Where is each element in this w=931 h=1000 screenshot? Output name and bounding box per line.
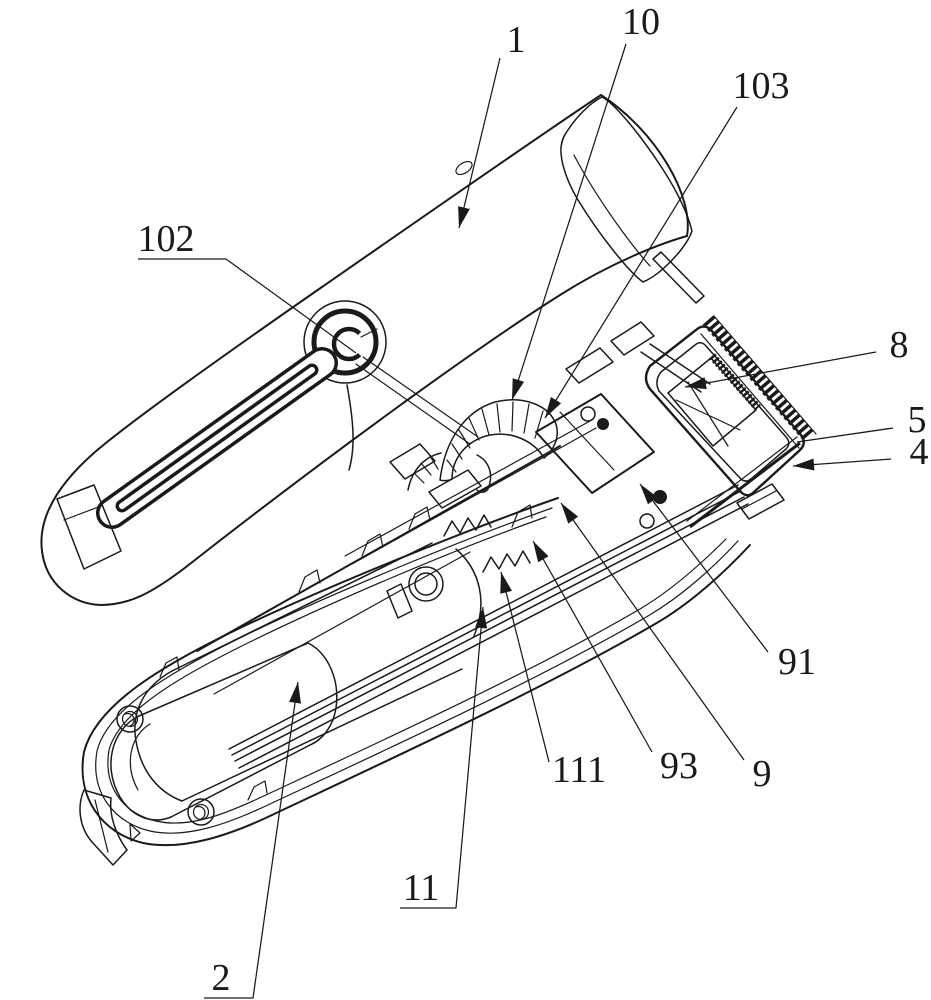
- cover-tip-patch: [56, 484, 122, 570]
- part-label-10: 10: [622, 1, 660, 43]
- part-label-4: 4: [910, 431, 929, 473]
- part-label-8: 8: [890, 324, 909, 366]
- leader-line-5: [796, 427, 894, 443]
- leader-arrowhead-1: [458, 206, 470, 228]
- leader-line-2: [204, 681, 299, 999]
- part-label-93: 93: [660, 745, 698, 787]
- part-label-9: 9: [753, 753, 772, 795]
- leader-line-93: [532, 540, 653, 753]
- leader-arrowhead-103: [545, 397, 562, 418]
- comb-teeth: [702, 315, 816, 443]
- drive-block: [535, 393, 655, 494]
- blade-frame: [644, 325, 805, 497]
- leader-arrowhead-2: [289, 682, 301, 704]
- bottom-shell: [79, 497, 751, 866]
- screw-boss: [116, 705, 144, 733]
- leader-line-9: [560, 502, 745, 761]
- c-clip: [331, 326, 362, 362]
- part-label-1: 1: [507, 19, 526, 61]
- deck-slot: [386, 583, 413, 619]
- lever-arm: [96, 300, 387, 529]
- part-label-11: 11: [403, 867, 440, 909]
- guide-hole: [639, 513, 655, 529]
- moving-blade: [667, 357, 757, 447]
- part-label-91: 91: [778, 641, 816, 683]
- leader-arrowhead-9: [561, 503, 579, 524]
- guide-hole: [580, 406, 596, 422]
- ribbed-roller: [407, 399, 558, 493]
- part-label-103: 103: [733, 65, 790, 107]
- pivot-pin: [653, 490, 667, 504]
- leader-line-102: [138, 258, 357, 354]
- pivot-pin: [597, 418, 609, 430]
- spring: [482, 550, 531, 573]
- leader-line-103: [544, 106, 738, 419]
- shell-tip-latch: [79, 789, 128, 866]
- leader-line-111: [500, 571, 550, 763]
- guide-rails: [228, 483, 785, 769]
- leader-line-11: [400, 606, 484, 909]
- leader-arrowhead-111: [500, 572, 512, 594]
- cover-notch: [455, 160, 473, 176]
- part-label-102: 102: [138, 218, 195, 260]
- screw-boss: [187, 798, 215, 826]
- battery-tube: [110, 642, 338, 821]
- leader-arrowhead-10: [512, 378, 525, 400]
- leader-line-10: [511, 43, 627, 401]
- leader-arrowhead-4: [793, 458, 815, 471]
- leader-line-1: [458, 57, 501, 229]
- deck-hole: [408, 566, 444, 602]
- leader-arrowhead-11: [475, 607, 488, 629]
- part-label-111: 111: [552, 749, 606, 791]
- leader-arrowhead-93: [533, 541, 549, 563]
- leader-line-8: [684, 351, 877, 388]
- spring: [443, 514, 492, 537]
- top-cover: [40, 94, 693, 606]
- leader-arrowhead-8: [685, 377, 707, 390]
- leader-arrowhead-91: [640, 484, 658, 505]
- part-label-5: 5: [908, 399, 927, 441]
- part-label-2: 2: [212, 957, 231, 999]
- leader-line-91: [639, 483, 769, 653]
- blade-assembly: [644, 315, 817, 529]
